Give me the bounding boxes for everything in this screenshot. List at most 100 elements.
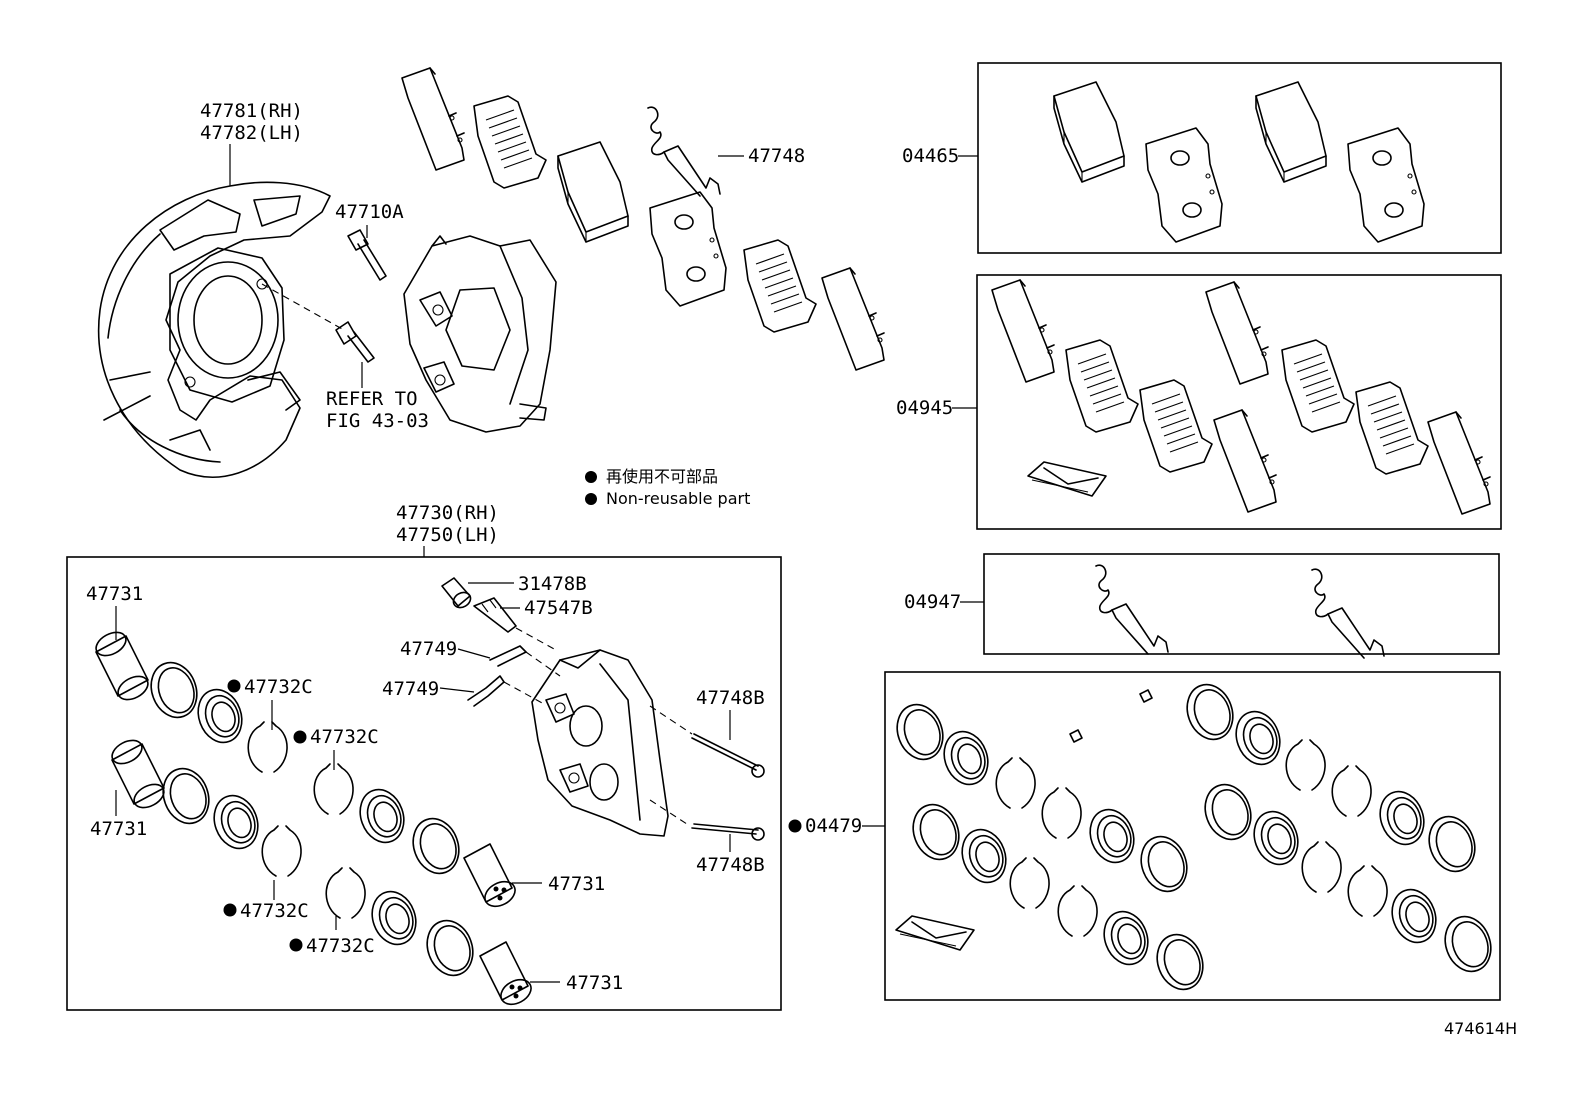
label-pin-a: 47748B	[696, 687, 765, 709]
dust-cover	[97, 181, 331, 478]
seal-3	[352, 782, 412, 850]
shim-04945-1	[991, 279, 1055, 383]
kit-ring-4	[1148, 927, 1212, 997]
kit-ring-7	[1196, 777, 1260, 847]
label-refer-line1: REFER TO	[326, 388, 418, 410]
pad-04465-2	[1255, 81, 1327, 183]
pin-47748b-a	[691, 733, 759, 771]
snap-1	[247, 721, 288, 773]
kit-snap-2	[1041, 787, 1082, 839]
slotted-04945-4	[1355, 381, 1429, 475]
piston-2	[107, 734, 169, 814]
legend-jp: 再使用不可部品	[606, 467, 718, 486]
caliper-top	[403, 235, 557, 433]
backplate-top	[649, 191, 727, 307]
kit-snap-7	[1301, 841, 1342, 893]
seal-1	[190, 682, 250, 750]
shim-top-1	[401, 67, 465, 171]
plug-47547b	[473, 597, 517, 633]
snap-4	[325, 867, 366, 919]
label-spring-47748: 47748	[748, 145, 805, 167]
label-kit-04479: 04479	[805, 815, 862, 837]
label-kit-04945: 04945	[896, 397, 953, 419]
label-kit-04465: 04465	[902, 145, 959, 167]
kit-ring-8	[1436, 909, 1500, 979]
shim-04945-4	[1427, 411, 1491, 515]
label-piston-top: 47731	[86, 583, 143, 605]
kit-snap-6	[1331, 765, 1372, 817]
kit-snap-3	[1009, 857, 1050, 909]
label-refer-line2: FIG 43-03	[326, 410, 429, 432]
kit-seal-8	[1384, 882, 1444, 950]
backplate-04465-1	[1145, 127, 1223, 243]
kit-snap-8	[1347, 865, 1388, 917]
bolt-47710a	[347, 229, 387, 281]
seal-2	[206, 788, 266, 856]
spring-04947-1	[1095, 564, 1169, 655]
label-pin-b: 47748B	[696, 854, 765, 876]
legend-en: Non-reusable part	[606, 489, 750, 508]
snap-2	[261, 825, 302, 877]
kit-seal-4	[1096, 904, 1156, 972]
kit-seal-6	[1372, 784, 1432, 852]
label-seal-3: 47732C	[240, 900, 309, 922]
label-piston-right1: 47731	[548, 873, 605, 895]
kit-ring-6	[1420, 809, 1484, 879]
label-seal-2: 47732C	[310, 726, 379, 748]
label-seal-4: 47732C	[306, 935, 375, 957]
slotted-04945-1	[1065, 339, 1139, 433]
piston-4	[479, 941, 537, 1011]
spring-47748	[647, 106, 721, 197]
kit-snap-4	[1057, 885, 1098, 937]
kit-snap-5	[1285, 739, 1326, 791]
spring-04947-2	[1311, 568, 1385, 659]
kit-ring-2	[1132, 829, 1196, 899]
kit-box-04947	[983, 553, 1500, 655]
kit-seal-5	[1228, 704, 1288, 772]
kit-cap-1	[1069, 729, 1083, 743]
slotted-shim-top-1	[473, 95, 547, 189]
label-plug-47547b: 47547B	[524, 597, 593, 619]
cap-31478b	[441, 577, 472, 609]
piston-1	[91, 626, 153, 706]
slotted-shim-top-2	[743, 239, 817, 333]
ring-2	[154, 761, 218, 831]
kit-snap-1	[995, 757, 1036, 809]
label-caliper-rh: 47730(RH)	[396, 502, 499, 524]
label-cap-31478b: 31478B	[518, 573, 587, 595]
snap-3	[313, 763, 354, 815]
kit-box-04945	[976, 274, 1502, 530]
kit-ring-3	[904, 797, 968, 867]
slotted-04945-2	[1139, 379, 1213, 473]
kit-box-04465	[977, 62, 1502, 254]
diagram-id: 474614H	[1444, 1019, 1517, 1038]
clip-47749-b	[467, 675, 505, 707]
ring-4	[418, 913, 482, 983]
label-piston-right2: 47731	[566, 972, 623, 994]
ring-1	[142, 655, 206, 725]
kit-seal-3	[954, 822, 1014, 890]
piston-3	[463, 843, 521, 913]
grease-04945	[1027, 461, 1107, 497]
label-dust-cover-rh: 47781(RH)	[200, 100, 303, 122]
kit-seal-7	[1246, 804, 1306, 872]
backplate-04465-2	[1347, 127, 1425, 243]
label-clip-b: 47749	[382, 678, 439, 700]
label-caliper-lh: 47750(LH)	[396, 524, 499, 546]
kit-box-04479	[884, 671, 1501, 1001]
slotted-04945-3	[1281, 339, 1355, 433]
shim-top-2	[821, 267, 885, 371]
clip-47749-a	[489, 645, 527, 667]
kit-seal-2	[1082, 802, 1142, 870]
label-piston-left2: 47731	[90, 818, 147, 840]
caliper-main	[531, 649, 669, 837]
label-clip-a: 47749	[400, 638, 457, 660]
ring-3	[404, 811, 468, 881]
kit-grease	[895, 915, 975, 951]
bolt-refer	[335, 321, 375, 363]
kit-cap-2	[1139, 689, 1153, 703]
shim-04945-2	[1205, 281, 1269, 385]
kit-ring-5	[1178, 677, 1242, 747]
shim-04945-3	[1213, 409, 1277, 513]
